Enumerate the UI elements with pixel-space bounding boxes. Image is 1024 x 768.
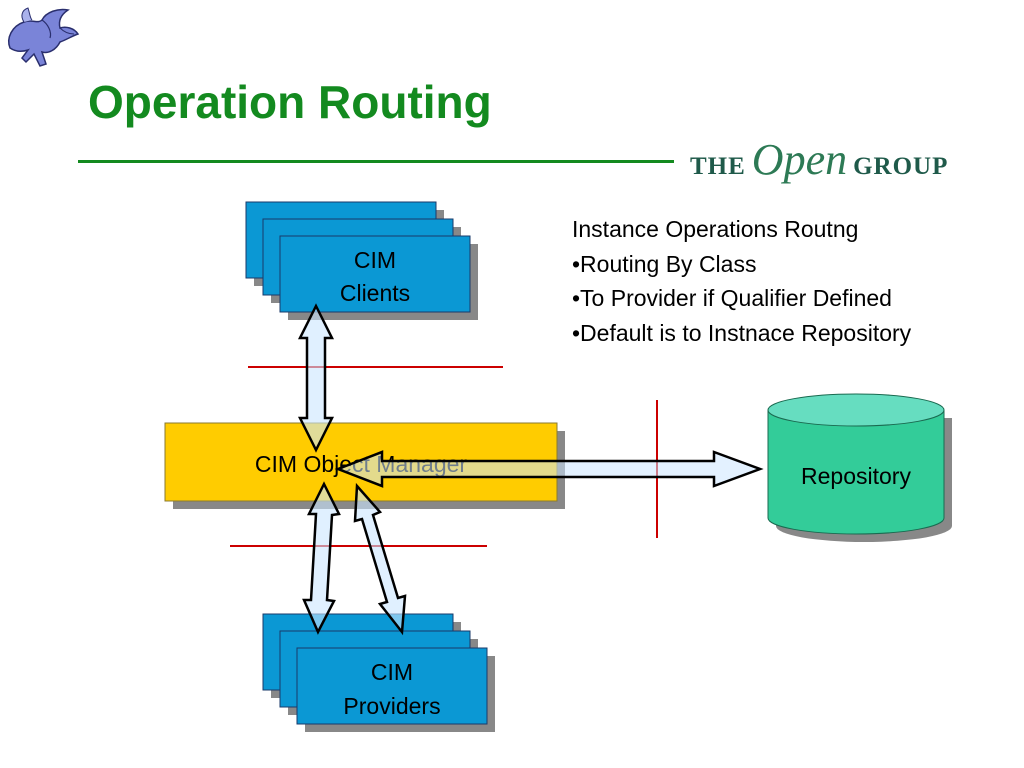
repository-cylinder: Repository <box>767 393 952 542</box>
note-default-repository: •Default is to Instnace Repository <box>572 319 912 346</box>
pegasus-logo-icon <box>8 7 80 67</box>
clients-label-line1: CIM <box>354 247 396 273</box>
arrow-manager-to-providers-left <box>302 481 341 635</box>
clients-box-front <box>279 235 471 313</box>
providers-label-line1: CIM <box>371 659 413 685</box>
note-provider-qualifier: •To Provider if Qualifier Defined <box>572 285 892 311</box>
repository-label: Repository <box>801 463 911 489</box>
open-group-logo: THE Open GROUP <box>690 134 949 184</box>
logo-group-text: GROUP <box>853 153 949 180</box>
repository-body <box>767 409 945 535</box>
notes-heading: Instance Operations Routng <box>572 216 859 242</box>
logo-open-text: Open <box>751 135 848 184</box>
providers-box-front <box>296 647 488 725</box>
arrow-manager-to-providers-right <box>353 482 407 636</box>
clients-label-line2: Clients <box>340 280 410 306</box>
slide-title: Operation Routing <box>88 76 492 128</box>
logo-the-text: THE <box>690 153 746 180</box>
note-routing-by-class: •Routing By Class <box>572 250 757 277</box>
arrow-manager-to-repository <box>334 450 764 488</box>
repository-top <box>767 393 945 427</box>
notes-list: Instance Operations Routng •Routing By C… <box>572 212 1012 350</box>
arrow-clients-to-manager <box>297 303 335 453</box>
cim-providers-stack: CIM Providers <box>262 613 495 732</box>
cim-clients-stack: CIM Clients <box>245 201 478 320</box>
title-underline <box>78 160 674 163</box>
providers-label-line2: Providers <box>343 693 440 719</box>
